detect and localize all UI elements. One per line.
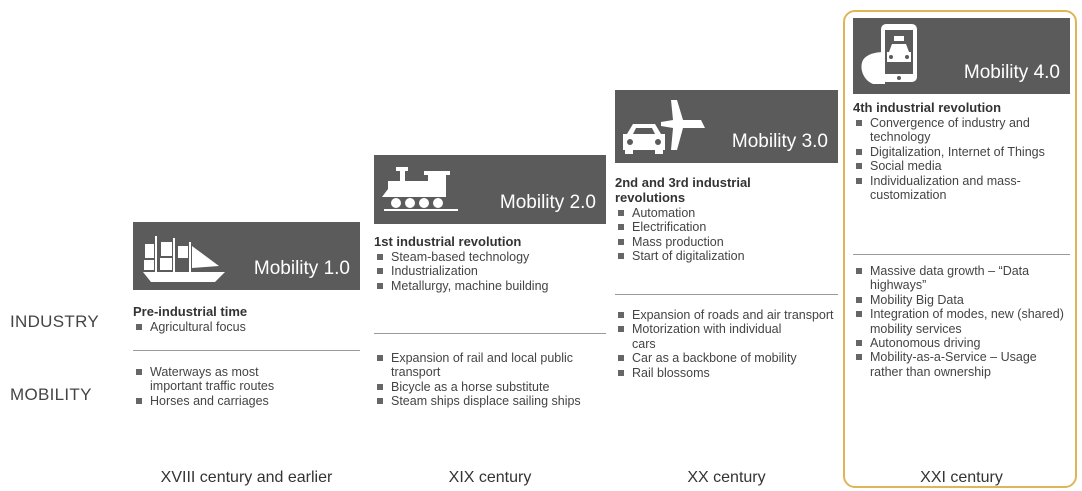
list-item: Motorization with individual cars	[615, 322, 782, 351]
column-title: Mobility 4.0	[963, 62, 1060, 83]
industry-section: 4th industrial revolution Convergence of…	[853, 100, 1070, 202]
sailing-ship-icon	[143, 236, 225, 282]
mobility-list: Expansion of roads and air transport Mot…	[615, 308, 838, 380]
industry-list: Steam-based technology Industrialization…	[374, 250, 606, 293]
column-header: Mobility 2.0	[374, 155, 606, 224]
list-item: Automation	[615, 206, 838, 220]
mobility-list: Massive data growth – “Data highways” Mo…	[853, 264, 1070, 379]
section-divider	[374, 333, 606, 334]
mobility-list: Waterways as most important traffic rout…	[133, 365, 360, 408]
list-item: Mass production	[615, 235, 838, 249]
list-item: Expansion of rail and local public trans…	[374, 351, 581, 380]
list-item: Agricultural focus	[133, 320, 360, 334]
mobility-section: Massive data growth – “Data highways” Mo…	[853, 264, 1070, 379]
column-header: Mobility 1.0	[133, 222, 360, 290]
steam-train-icon	[382, 167, 458, 211]
highlight-frame	[843, 10, 1077, 488]
row-label-industry: INDUSTRY	[10, 312, 99, 331]
column-title: Mobility 3.0	[731, 131, 828, 152]
list-item: Integration of modes, new (shared) mobil…	[853, 307, 1070, 336]
industry-list: Automation Electrification Mass producti…	[615, 206, 838, 264]
list-item: Metallurgy, machine building	[374, 279, 556, 293]
mobility-section: Waterways as most important traffic rout…	[133, 365, 360, 408]
list-item: Individualization and mass-customization	[853, 174, 1070, 203]
century-label: XIX century	[448, 469, 532, 486]
list-item: Convergence of industry and technology	[853, 116, 1070, 145]
industry-section: 2nd and 3rd industrial revolutions Autom…	[615, 175, 838, 264]
column-header: Mobility 3.0	[615, 90, 838, 163]
list-item: Start of digitalization	[615, 249, 838, 263]
mobility-section: Expansion of rail and local public trans…	[374, 351, 606, 409]
list-item: Rail blossoms	[615, 366, 838, 380]
mobility-list: Expansion of rail and local public trans…	[374, 351, 606, 409]
list-item: Social media	[853, 159, 1070, 173]
section-divider	[853, 254, 1070, 255]
smartphone-taxi-icon	[861, 24, 917, 84]
century-label: XX century	[687, 469, 766, 486]
column-title: Mobility 2.0	[499, 192, 596, 213]
car-and-airplane-icon	[623, 100, 705, 154]
list-item: Horses and carriages	[133, 394, 360, 408]
list-item: Bicycle as a horse substitute	[374, 380, 606, 394]
list-item: Steam ships displace sailing ships	[374, 394, 601, 408]
century-label: XVIII century and earlier	[160, 469, 333, 486]
section-divider	[615, 294, 838, 295]
industry-title: Pre-industrial time	[133, 304, 248, 319]
list-item: Mobility-as-a-Service – Usage rather tha…	[853, 350, 1040, 379]
list-item: Mobility Big Data	[853, 293, 1070, 307]
industry-list: Convergence of industry and technology D…	[853, 116, 1070, 202]
industry-title: 4th industrial revolution	[853, 100, 1002, 115]
column-mobility-1: Mobility 1.0 Pre-industrial time Agricul…	[133, 222, 360, 491]
industry-list: Agricultural focus	[133, 320, 360, 334]
list-item: Electrification	[615, 220, 838, 234]
list-item: Digitalization, Internet of Things	[853, 145, 1070, 159]
section-divider	[133, 350, 360, 351]
industry-title: 1st industrial revolution	[374, 234, 522, 249]
column-header: Mobility 4.0	[853, 18, 1070, 94]
industry-section: Pre-industrial time Agricultural focus	[133, 304, 360, 334]
industry-title: 2nd and 3rd industrial revolutions	[615, 175, 751, 205]
list-item: Steam-based technology	[374, 250, 606, 264]
column-mobility-3: Mobility 3.0 2nd and 3rd industrial revo…	[615, 90, 838, 491]
century-label: XXI century	[920, 469, 1003, 486]
row-label-mobility: MOBILITY	[10, 385, 92, 404]
mobility-section: Expansion of roads and air transport Mot…	[615, 308, 838, 380]
column-mobility-4: Mobility 4.0 4th industrial revolution C…	[853, 18, 1070, 491]
column-title: Mobility 1.0	[253, 258, 350, 279]
list-item: Massive data growth – “Data highways”	[853, 264, 1030, 293]
column-mobility-2: Mobility 2.0 1st industrial revolution S…	[374, 155, 606, 491]
list-item: Expansion of roads and air transport	[615, 308, 838, 322]
list-item: Waterways as most important traffic rout…	[133, 365, 300, 394]
industry-section: 1st industrial revolution Steam-based te…	[374, 234, 606, 293]
list-item: Car as a backbone of mobility	[615, 351, 797, 365]
list-item: Industrialization	[374, 264, 606, 278]
list-item: Autonomous driving	[853, 336, 1070, 350]
